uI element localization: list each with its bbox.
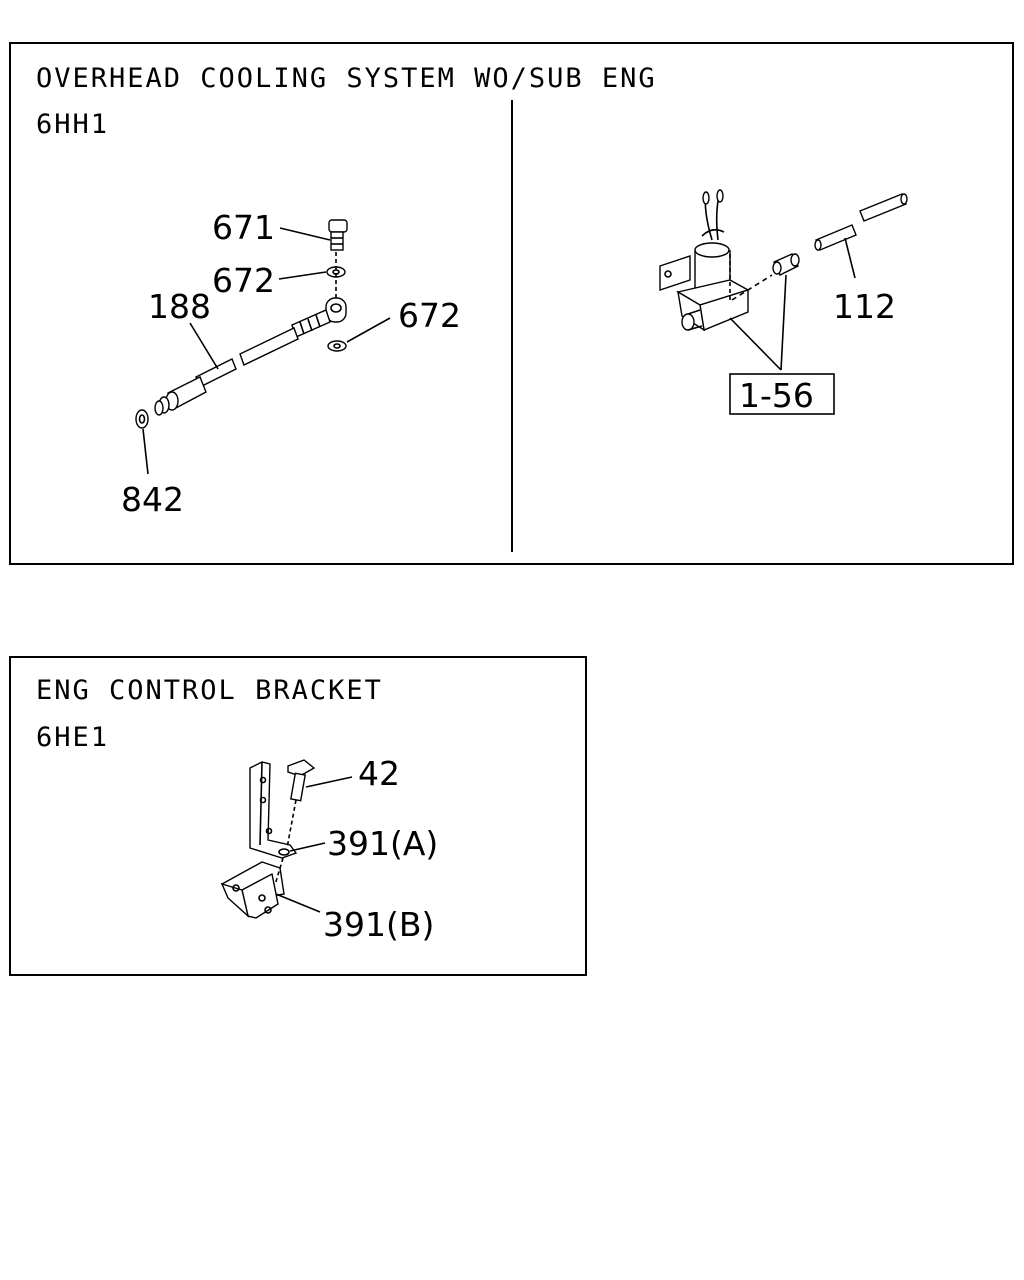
- panel-title: OVERHEAD COOLING SYSTEM WO/SUB ENG: [36, 63, 657, 94]
- panel-eng-control-bracket: ENG CONTROL BRACKET 6HE1: [9, 656, 587, 976]
- callout-672-lower: 672: [398, 296, 461, 335]
- panel-title: ENG CONTROL BRACKET: [36, 675, 383, 706]
- panel-frame: [9, 42, 1014, 565]
- callout-box: [729, 373, 835, 415]
- callout-112: 112: [833, 287, 896, 326]
- bolt-part: [287, 759, 316, 802]
- callout-42: 42: [358, 754, 400, 793]
- callout-1-56: 1-56: [739, 376, 814, 415]
- panel-code: 6HE1: [36, 722, 109, 753]
- bracket-illustration: [220, 759, 353, 919]
- callout-672-upper: 672: [212, 261, 275, 300]
- panel-frame: [9, 656, 587, 976]
- callout-842: 842: [121, 480, 184, 519]
- callout-671: 671: [212, 208, 275, 247]
- bolt-part: [328, 219, 348, 251]
- callout-188: 188: [148, 287, 211, 326]
- callout-391b: 391(B): [323, 905, 434, 944]
- cable-assembly-illustration: [135, 219, 391, 475]
- washer-lower: [327, 340, 347, 352]
- panel-overhead-cooling: OVERHEAD COOLING SYSTEM WO/SUB ENG 6HH1: [9, 42, 1014, 565]
- solenoid-valve-illustration: [659, 189, 908, 371]
- o-ring: [135, 409, 149, 429]
- panel-code: 6HH1: [36, 109, 109, 140]
- callout-391a: 391(A): [327, 824, 438, 863]
